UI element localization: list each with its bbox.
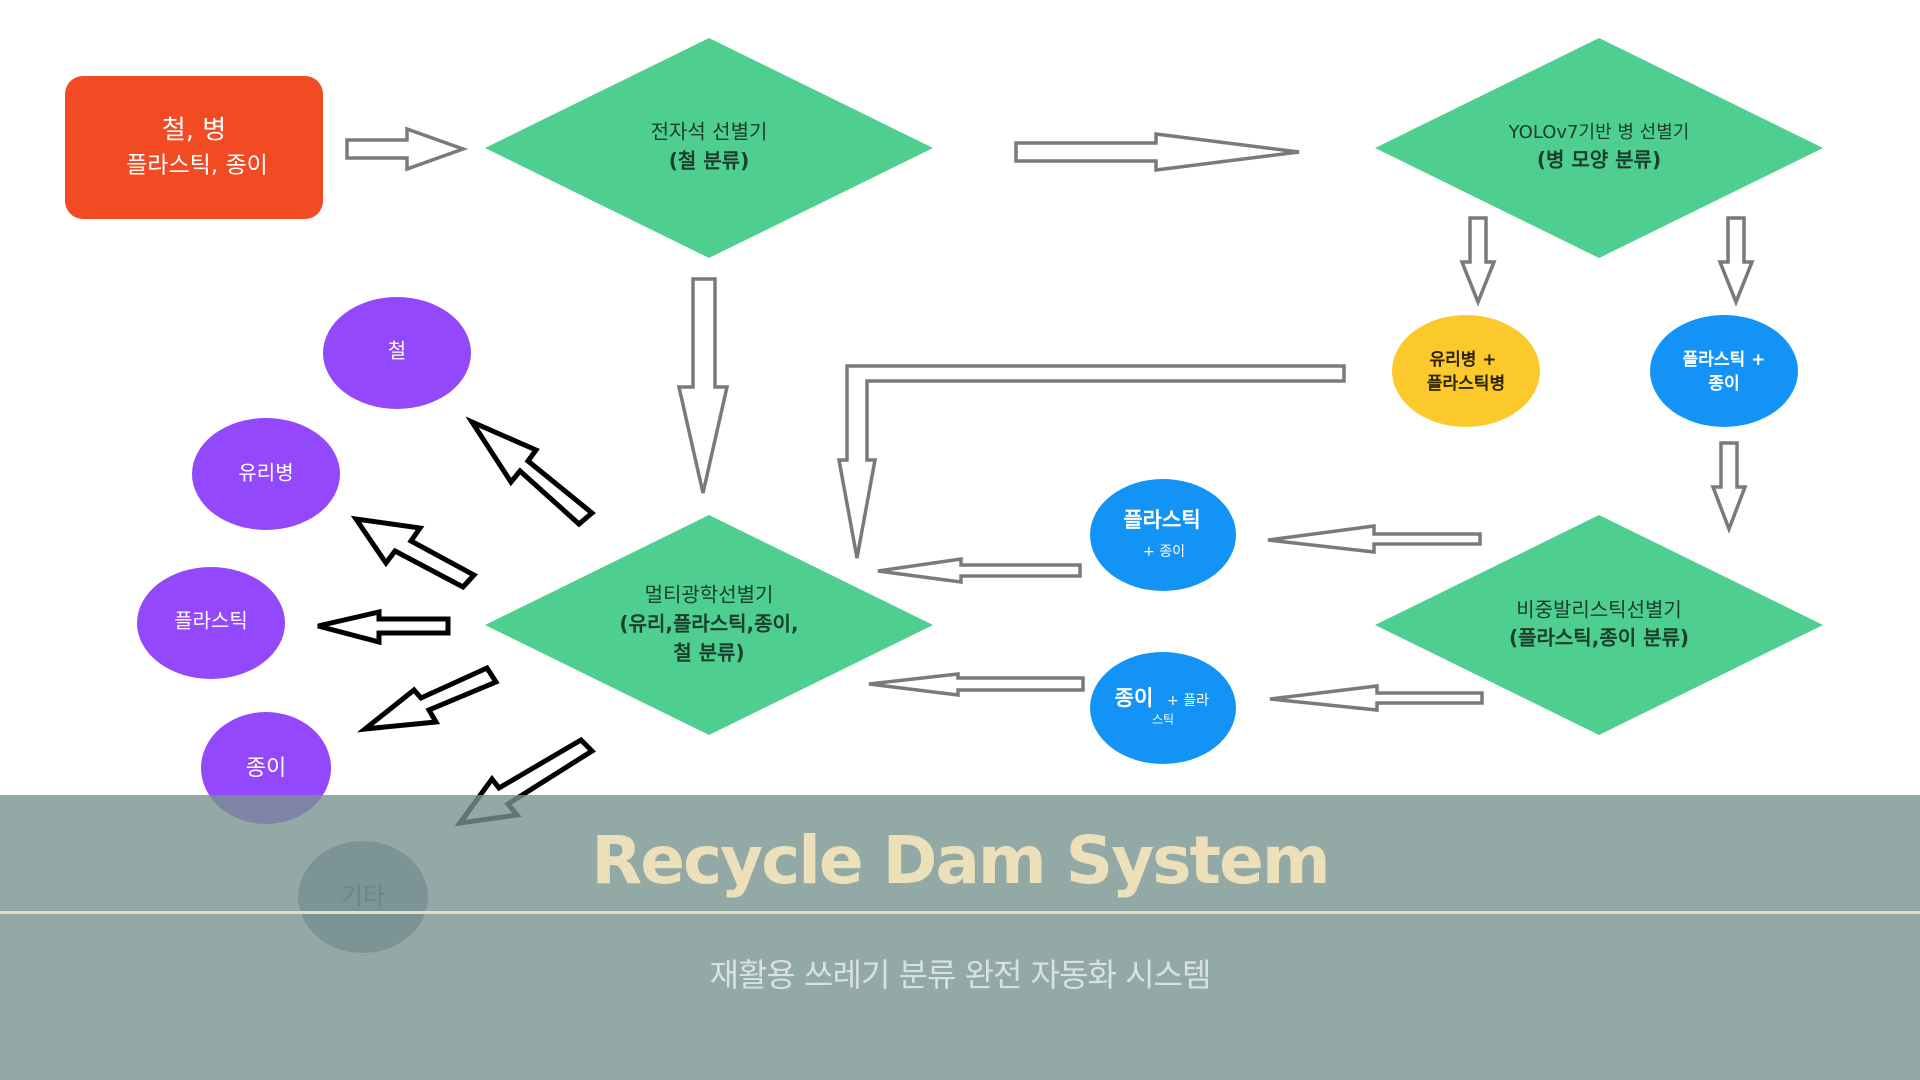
output-node-iron[interactable]: 철 xyxy=(323,297,471,409)
arrow-ballistic-to-paper-plus-plastic xyxy=(1269,684,1484,712)
input-box xyxy=(65,76,323,219)
arrow-magnetic-to-yolo xyxy=(1014,132,1300,172)
output-plastic-circle xyxy=(137,567,285,679)
magnetic-sorter-line2: (철 분류) xyxy=(669,149,749,173)
arrow-yolo-to-plastic-paper xyxy=(1717,216,1755,307)
paper-plus-plastic-sub1: + 플라 xyxy=(1167,693,1209,709)
banner-title: Recycle Dam System xyxy=(591,822,1330,899)
plastic-paper-line1: 플라스틱 + xyxy=(1683,350,1766,370)
arrow-optical-to-plastic xyxy=(317,608,451,646)
plastic-plus-paper-main: 플라스틱 xyxy=(1123,508,1200,532)
optical-sorter-line1: 멀티광학선별기 xyxy=(645,583,774,607)
ballistic-sorter-node[interactable]: 비중발리스틱선별기 (플라스틱,종이 분류) xyxy=(1375,515,1823,735)
arrow-optical-to-glass xyxy=(350,515,479,591)
banner-divider xyxy=(0,911,1920,914)
paper-plus-plastic-main: 종이 xyxy=(1115,686,1154,710)
output-node-plastic[interactable]: 플라스틱 xyxy=(137,567,285,679)
output-node-glass[interactable]: 유리병 xyxy=(192,418,340,530)
magnetic-sorter-diamond xyxy=(485,38,933,258)
optical-sorter-node[interactable]: 멀티광학선별기 (유리,플라스틱,종이, 철 분류) xyxy=(485,515,933,735)
banner-subtitle: 재활용 쓰레기 분류 완전 자동화 시스템 xyxy=(709,956,1212,994)
paper-plus-plastic-circle xyxy=(1090,652,1236,764)
magnetic-sorter-line1: 전자석 선별기 xyxy=(651,120,768,144)
ballistic-sorter-line1: 비중발리스틱선별기 xyxy=(1516,598,1682,622)
arrow-optical-to-iron xyxy=(465,416,596,528)
output-glass-circle xyxy=(192,418,340,530)
paper-plus-plastic-sub2: 스틱 xyxy=(1152,713,1174,727)
yolo-sorter-diamond xyxy=(1375,38,1823,258)
paper-plus-plastic-node[interactable]: 종이 + 플라 스틱 xyxy=(1090,652,1236,764)
ballistic-sorter-diamond xyxy=(1375,515,1823,735)
arrow-paper-plus-plastic-to-optical xyxy=(868,672,1085,697)
ballistic-sorter-line2: (플라스틱,종이 분류) xyxy=(1509,626,1689,650)
yolo-sorter-node[interactable]: YOLOv7기반 병 선별기 (병 모양 분류) xyxy=(1375,38,1823,258)
arrow-plastic-paper-to-ballistic xyxy=(1710,441,1748,534)
glass-plastic-bottle-ellipse xyxy=(1392,315,1540,427)
optical-sorter-diamond xyxy=(485,515,933,735)
plastic-plus-paper-sub: + 종이 xyxy=(1143,544,1185,560)
arrow-yolo-to-glass xyxy=(1459,216,1497,307)
plastic-plus-paper-circle xyxy=(1090,479,1236,591)
glass-plastic-bottle-line2: 플라스틱병 xyxy=(1427,374,1505,394)
yolo-sorter-line1: YOLOv7기반 병 선별기 xyxy=(1508,122,1690,143)
yolo-sorter-line2: (병 모양 분류) xyxy=(1537,148,1661,172)
optical-sorter-line2: (유리,플라스틱,종이, xyxy=(619,612,798,636)
plastic-plus-paper-node[interactable]: 플라스틱 + 종이 xyxy=(1090,479,1236,591)
output-paper-label: 종이 xyxy=(246,756,286,781)
output-plastic-label: 플라스틱 xyxy=(174,609,248,633)
arrow-glass-to-optical xyxy=(836,364,1346,559)
plastic-paper-node[interactable]: 플라스틱 + 종이 xyxy=(1650,315,1798,427)
output-iron-label: 철 xyxy=(388,339,406,363)
arrow-ballistic-to-plastic-plus-paper xyxy=(1267,524,1482,554)
arrow-input-to-magnetic xyxy=(345,126,469,172)
input-node[interactable]: 철, 병 플라스틱, 종이 xyxy=(65,76,323,219)
plastic-paper-line2: 종이 xyxy=(1708,374,1739,394)
output-iron-circle xyxy=(323,297,471,409)
input-line2: 플라스틱, 종이 xyxy=(126,153,268,179)
title-banner xyxy=(0,795,1920,1080)
glass-plastic-bottle-node[interactable]: 유리병 + 플라스틱병 xyxy=(1392,315,1540,427)
plastic-paper-ellipse xyxy=(1650,315,1798,427)
arrow-plastic-plus-paper-to-optical xyxy=(877,556,1082,584)
arrow-optical-to-paper xyxy=(356,664,500,733)
magnetic-sorter-node[interactable]: 전자석 선별기 (철 분류) xyxy=(485,38,933,258)
arrow-magnetic-to-optical xyxy=(676,277,730,494)
optical-sorter-line3: 철 분류) xyxy=(673,641,744,665)
glass-plastic-bottle-line1: 유리병 + xyxy=(1429,350,1496,370)
input-line1: 철, 병 xyxy=(162,116,226,146)
output-glass-label: 유리병 xyxy=(238,461,293,485)
